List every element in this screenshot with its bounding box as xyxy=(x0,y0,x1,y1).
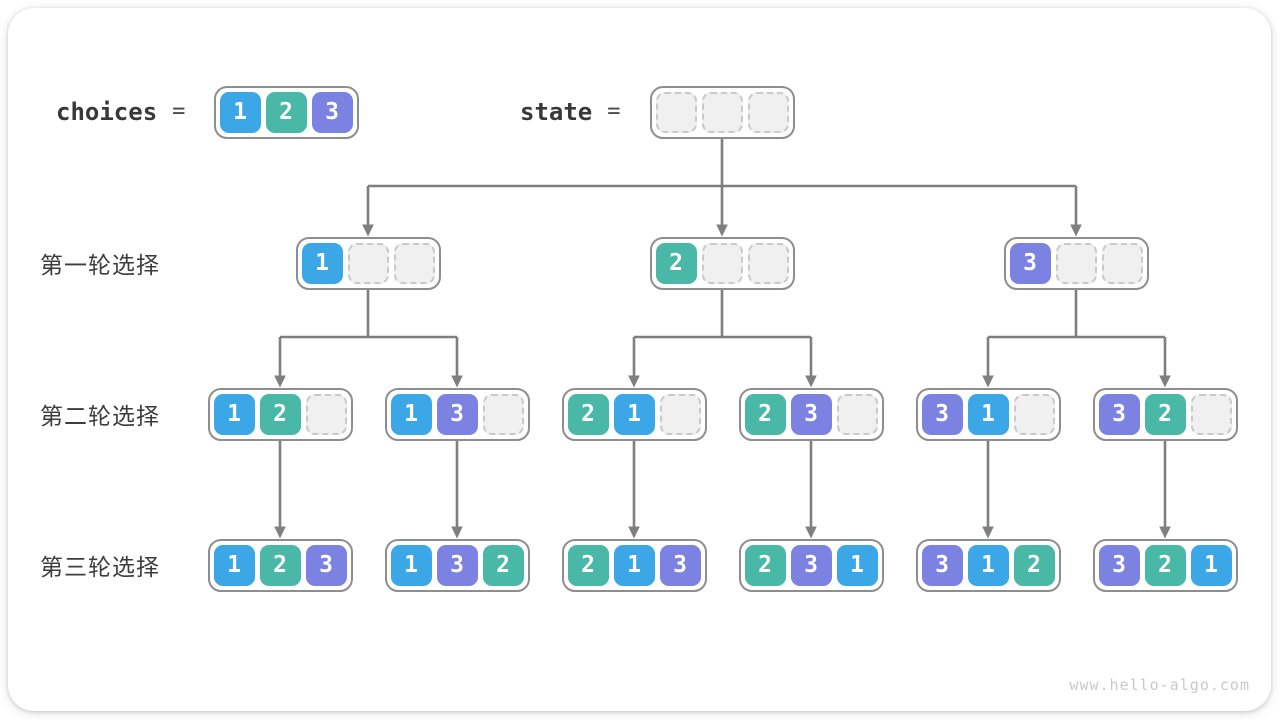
array-cell: 3 xyxy=(1098,544,1140,586)
array-cell: 2 xyxy=(265,91,307,133)
array-cell: 2 xyxy=(744,544,786,586)
array-cell: 2 xyxy=(1144,544,1186,586)
array-cell: 2 xyxy=(1013,544,1055,586)
array-cell: 1 xyxy=(213,393,255,435)
array-cell: 1 xyxy=(390,393,432,435)
array-cell: 2 xyxy=(259,393,301,435)
array-cell: 3 xyxy=(305,544,347,586)
array-cell: 3 xyxy=(790,544,832,586)
array-cell-empty xyxy=(1101,242,1143,284)
array-cell: 2 xyxy=(655,242,697,284)
array-cell: 2 xyxy=(482,544,524,586)
array-cell-empty xyxy=(1013,393,1055,435)
array-cell-empty xyxy=(347,242,389,284)
array-cell: 1 xyxy=(967,393,1009,435)
array-cell-empty xyxy=(747,242,789,284)
array-cell: 3 xyxy=(659,544,701,586)
array-cell: 3 xyxy=(436,544,478,586)
row-label-1: 第一轮选择 xyxy=(40,252,160,278)
array-cell: 3 xyxy=(790,393,832,435)
array-cell: 1 xyxy=(301,242,343,284)
array-cell-empty xyxy=(305,393,347,435)
state-label-group: state = xyxy=(520,85,621,138)
array-cell: 3 xyxy=(311,91,353,133)
array-cell: 1 xyxy=(390,544,432,586)
state-node-r1-3: 3 xyxy=(1003,236,1149,290)
equals-sign: = xyxy=(607,99,621,124)
array-cell-empty xyxy=(701,242,743,284)
state-array-node xyxy=(649,85,795,139)
array-cell-empty xyxy=(659,393,701,435)
row-label-3: 第三轮选择 xyxy=(40,554,160,580)
row-label-2: 第二轮选择 xyxy=(40,403,160,429)
array-cell-empty xyxy=(655,91,697,133)
array-cell: 2 xyxy=(567,393,609,435)
choices-label: choices xyxy=(56,97,158,126)
array-cell: 1 xyxy=(613,393,655,435)
array-cell: 2 xyxy=(744,393,786,435)
array-cell-empty xyxy=(701,91,743,133)
array-cell: 1 xyxy=(613,544,655,586)
state-node-r1-2: 2 xyxy=(649,236,795,290)
array-cell: 3 xyxy=(921,393,963,435)
state-node-r1-1: 1 xyxy=(295,236,441,290)
array-cell: 1 xyxy=(219,91,261,133)
array-cell: 3 xyxy=(1009,242,1051,284)
choices-label-group: choices = xyxy=(56,85,185,138)
array-cell: 2 xyxy=(567,544,609,586)
array-cell: 2 xyxy=(1144,393,1186,435)
diagram-card xyxy=(8,8,1271,711)
state-label: state xyxy=(520,97,593,126)
array-cell: 1 xyxy=(1190,544,1232,586)
array-cell-empty xyxy=(1055,242,1097,284)
array-cell: 3 xyxy=(436,393,478,435)
array-cell-empty xyxy=(393,242,435,284)
array-cell: 3 xyxy=(1098,393,1140,435)
site-watermark: www.hello-algo.com xyxy=(1069,676,1250,694)
array-cell-empty xyxy=(1190,393,1232,435)
array-cell: 3 xyxy=(921,544,963,586)
array-cell: 1 xyxy=(836,544,878,586)
array-cell-empty xyxy=(482,393,524,435)
array-cell-empty xyxy=(747,91,789,133)
array-cell: 1 xyxy=(213,544,255,586)
array-cell-empty xyxy=(836,393,878,435)
equals-sign: = xyxy=(172,99,186,124)
array-cell: 2 xyxy=(259,544,301,586)
array-cell: 1 xyxy=(967,544,1009,586)
